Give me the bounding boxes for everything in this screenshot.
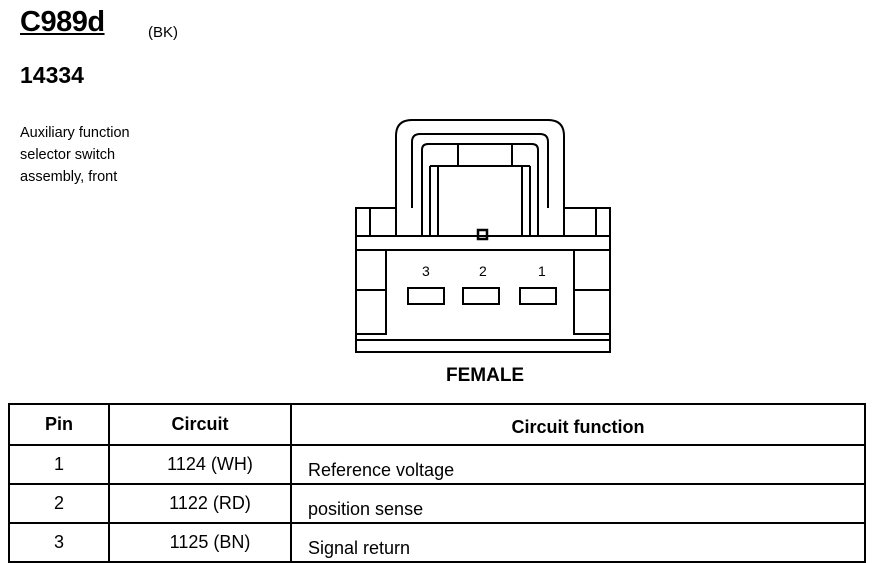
description-line-3: assembly, front xyxy=(20,169,118,185)
row-circuit: 1122 (RD) xyxy=(108,483,292,524)
connector-id: C989d xyxy=(20,6,105,38)
header-circuit: Circuit xyxy=(108,403,292,446)
header-pin: Pin xyxy=(8,403,110,446)
key-marker xyxy=(476,228,489,241)
part-number: 14334 xyxy=(20,62,84,88)
description-line-1: Auxiliary function xyxy=(20,125,130,141)
connector-description: Auxiliary function selector switch assem… xyxy=(20,122,130,188)
row-circuit: 1125 (BN) xyxy=(108,522,292,563)
latch-inner xyxy=(411,133,549,208)
row-function: position sense xyxy=(290,483,866,524)
connector-gender: FEMALE xyxy=(446,365,525,386)
table-row: 3 1125 (BN) Signal return xyxy=(8,522,866,563)
row-pin: 1 xyxy=(8,444,110,485)
table-row: 1 1124 (WH) Reference voltage xyxy=(8,444,866,485)
pin-cavity-1 xyxy=(519,287,557,305)
pin-label-3: 3 xyxy=(422,263,430,279)
header-circuit-function: Circuit function xyxy=(290,403,866,446)
pin-label-1: 1 xyxy=(538,263,546,279)
pin-cavity-2 xyxy=(462,287,500,305)
pinout-table: Pin Circuit Circuit function 1 1124 (WH)… xyxy=(8,403,866,563)
connector-face-diagram: 3 2 1 xyxy=(355,119,611,353)
pin-label-2: 2 xyxy=(479,263,487,279)
description-line-2: selector switch xyxy=(20,147,116,163)
row-circuit: 1124 (WH) xyxy=(108,444,292,485)
connector-housing xyxy=(355,235,611,353)
latch-inner-2 xyxy=(421,143,539,236)
latch-catch xyxy=(457,143,513,167)
row-function: Signal return xyxy=(290,522,866,563)
row-pin: 3 xyxy=(8,522,110,563)
color-code: (BK) xyxy=(148,24,178,41)
table-row: 2 1122 (RD) position sense xyxy=(8,483,866,524)
table-header-row: Pin Circuit Circuit function xyxy=(8,403,866,446)
pin-cavity-3 xyxy=(407,287,445,305)
row-function: Reference voltage xyxy=(290,444,866,485)
row-pin: 2 xyxy=(8,483,110,524)
latch-outer xyxy=(395,119,565,208)
